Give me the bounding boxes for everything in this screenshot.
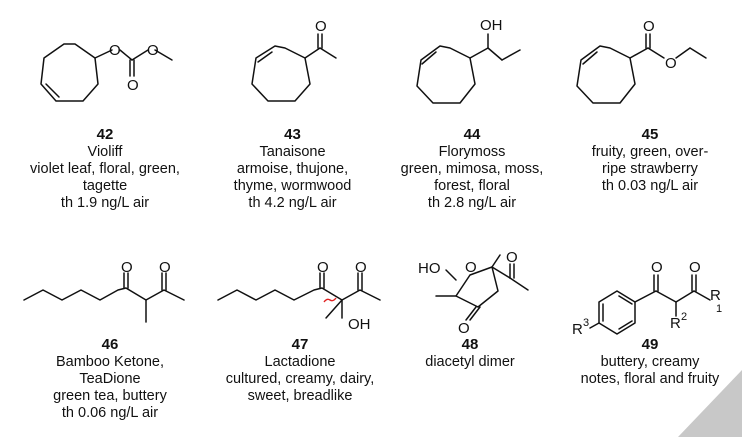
compound-line: th 4.2 ng/L air xyxy=(248,195,337,211)
structure-48: HO O O O xyxy=(418,249,529,337)
compound-line: diacetyl dimer xyxy=(425,354,515,370)
ring-oxygen-48: O xyxy=(465,259,477,276)
structure-44: OH xyxy=(416,17,521,104)
oxygen-42a: O xyxy=(109,42,121,59)
compound-number: 42 xyxy=(96,126,114,143)
r3-group: R xyxy=(572,321,583,338)
compound-line: th 1.9 ng/L air xyxy=(60,195,150,211)
compound-49-label: 49 buttery, creamy notes, floral and fru… xyxy=(560,336,740,388)
oxygen-48b: O xyxy=(458,320,470,337)
r3-superscript: 3 xyxy=(583,317,589,329)
ring-43 xyxy=(251,45,311,102)
ring-48 xyxy=(455,266,499,308)
chain-47 xyxy=(217,287,381,301)
r2-group: R xyxy=(670,315,681,332)
oxygen-49b: O xyxy=(689,259,701,276)
hydroxyl-44: OH xyxy=(480,17,503,34)
compound-line: Tanaisone xyxy=(259,144,326,160)
ring-45 xyxy=(576,45,636,104)
oxygen-42b: O xyxy=(147,42,159,59)
compound-line: cultured, creamy, dairy, xyxy=(225,371,375,387)
compound-line: Florymoss xyxy=(438,144,506,160)
structure-43: O xyxy=(251,18,337,102)
compound-line: th 0.06 ng/L air xyxy=(61,405,159,421)
double-bond-44 xyxy=(421,51,437,65)
compound-line: th 0.03 ng/L air xyxy=(601,178,699,194)
oxygen-46a: O xyxy=(121,259,133,276)
double-bond-45 xyxy=(582,51,598,65)
ring-44 xyxy=(416,45,476,104)
compound-number: 49 xyxy=(641,336,659,353)
compound-line: violet leaf, floral, green, xyxy=(30,161,180,177)
compound-47-label: 47 Lactadione cultured, creamy, dairy, s… xyxy=(205,336,395,405)
compound-number: 45 xyxy=(641,126,659,143)
structure-46: O O xyxy=(23,259,185,323)
compound-number: 48 xyxy=(461,336,479,353)
hydroxyl-48: HO xyxy=(418,260,441,277)
compound-line: fruity, green, over- xyxy=(591,144,709,160)
oxygen-48a: O xyxy=(506,249,518,266)
hydroxyl-47: OH xyxy=(348,316,371,333)
compound-46-label: 46 Bamboo Ketone, TeaDione green tea, bu… xyxy=(20,336,200,422)
chain-46 xyxy=(23,287,185,301)
compound-line: sweet, breadlike xyxy=(247,388,353,404)
oxygen-47b: O xyxy=(355,259,367,276)
structure-42: O O O xyxy=(40,42,173,102)
compound-line: TeaDione xyxy=(79,371,141,387)
compound-line: Violiff xyxy=(87,144,123,160)
compound-line: forest, floral xyxy=(434,178,510,194)
ring-42 xyxy=(40,43,99,102)
r2-superscript: 2 xyxy=(681,311,687,323)
compound-line: buttery, creamy xyxy=(600,354,700,370)
compound-line: green tea, buttery xyxy=(53,388,167,404)
double-bond-42 xyxy=(45,83,60,98)
compound-number: 46 xyxy=(101,336,119,353)
compound-line: Bamboo Ketone, xyxy=(55,354,165,370)
compound-line: green, mimosa, moss, xyxy=(400,161,544,177)
oxygen-45b: O xyxy=(665,55,677,72)
r1-group: R xyxy=(710,287,721,304)
compound-line: tagette xyxy=(82,178,128,194)
compound-44-label: 44 Florymoss green, mimosa, moss, forest… xyxy=(382,126,562,212)
structure-45: O O xyxy=(576,18,707,104)
compound-45-label: 45 fruity, green, over- ripe strawberry … xyxy=(565,126,735,195)
compound-line: Lactadione xyxy=(264,354,336,370)
compound-number: 44 xyxy=(463,126,481,143)
oxygen-42c: O xyxy=(127,77,139,94)
compound-number: 47 xyxy=(291,336,309,353)
compound-line: ripe strawberry xyxy=(602,161,698,177)
compound-line: th 2.8 ng/L air xyxy=(427,195,517,211)
oxygen-45a: O xyxy=(643,18,655,35)
compound-42-label: 42 Violiff violet leaf, floral, green, t… xyxy=(10,126,200,212)
compound-43-label: 43 Tanaisone armoise, thujone, thyme, wo… xyxy=(205,126,380,212)
oxygen-46b: O xyxy=(159,259,171,276)
compound-line: thyme, wormwood xyxy=(233,178,352,194)
oxygen-49a: O xyxy=(651,259,663,276)
double-bond-43 xyxy=(257,51,273,63)
structure-47: O O OH xyxy=(217,259,381,333)
oxygen-47a: O xyxy=(317,259,329,276)
wavy-bond-47 xyxy=(323,297,337,303)
oxygen-43: O xyxy=(315,18,327,35)
compound-line: armoise, thujone, xyxy=(236,161,349,177)
compound-line: notes, floral and fruity xyxy=(580,371,720,387)
r1-subscript: 1 xyxy=(716,303,722,315)
structure-49: O O R 1 R 2 R 3 xyxy=(572,259,722,338)
compound-number: 43 xyxy=(284,126,301,143)
compound-48-label: 48 diacetyl dimer xyxy=(405,336,535,371)
